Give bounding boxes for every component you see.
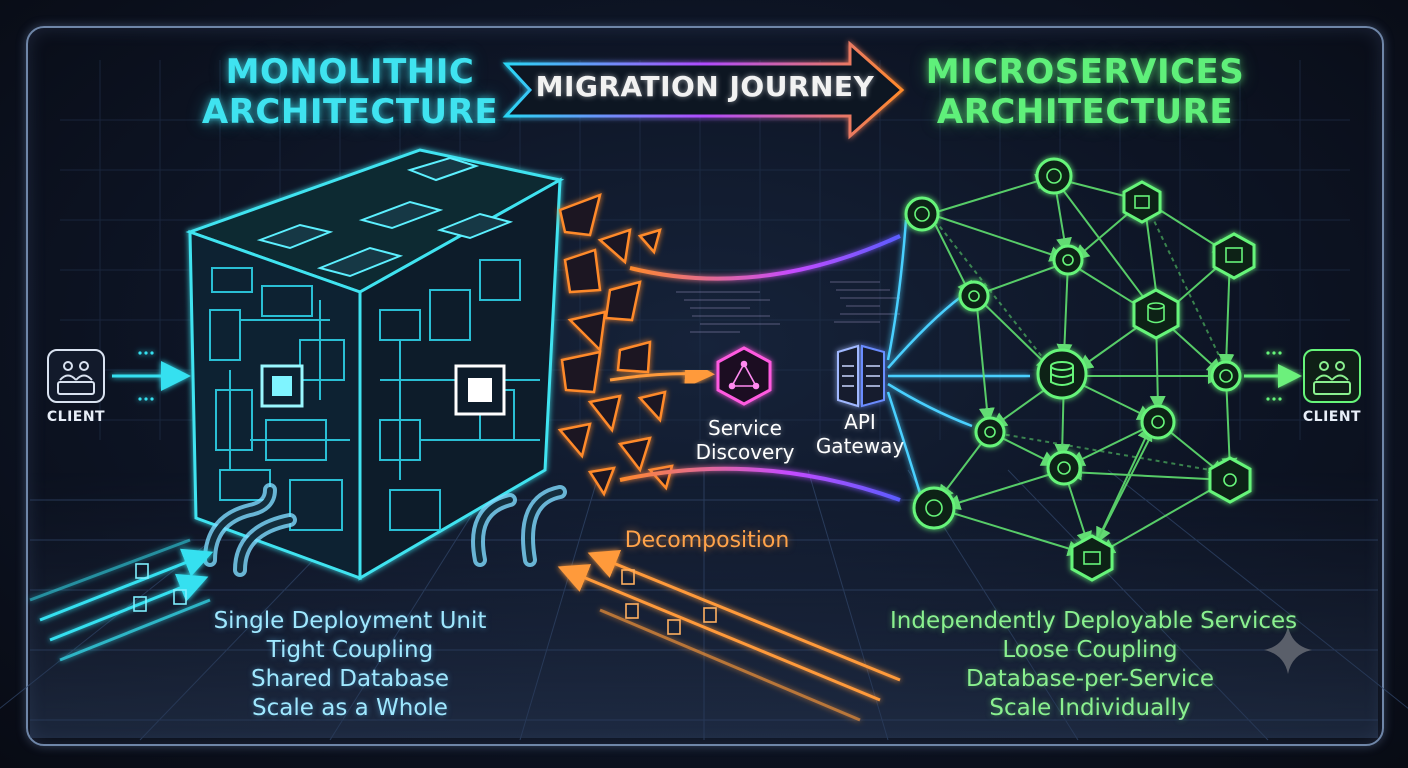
client-right-label: CLIENT (1302, 409, 1362, 425)
service-discovery-node (716, 346, 772, 406)
service-node (958, 280, 990, 312)
service-node (1046, 450, 1082, 486)
monolith-trait: Tight Coupling (266, 637, 434, 663)
data-stream-decomposition (557, 550, 901, 722)
service-node (1212, 232, 1256, 280)
sparkle-icon (1264, 626, 1312, 674)
service-node (1208, 456, 1252, 504)
service-node (1140, 404, 1176, 440)
decomposition-flow-arrow (609, 358, 715, 389)
service-discovery-line2: Discovery (695, 440, 795, 464)
document-icons-left (133, 563, 187, 612)
microservices-title-line1: MICROSERVICES (925, 52, 1245, 92)
monolith-cube (185, 148, 565, 581)
graph-node-icon (728, 360, 760, 390)
service-node (912, 486, 956, 530)
monolithic-title-line2: ARCHITECTURE (201, 92, 499, 133)
service-node (1132, 288, 1180, 340)
microservices-title-line2: ARCHITECTURE (936, 92, 1234, 133)
users-device-icon (57, 361, 95, 395)
flow-bands (619, 234, 901, 502)
api-gateway-line2: Gateway (815, 434, 905, 458)
service-node (1052, 244, 1084, 276)
api-gateway-node (837, 344, 885, 408)
code-snippets (676, 281, 900, 333)
shattered-fragments (557, 192, 674, 497)
migration-arrow (502, 40, 905, 140)
monolith-trait: Single Deployment Unit (213, 608, 487, 634)
gateway-icon (842, 365, 880, 387)
client-left-label: CLIENT (46, 409, 106, 425)
microservice-nodes (904, 157, 1256, 582)
client-right-arrow (1244, 351, 1302, 401)
microservices-traits-list: Independently Deployable Services Loose … (890, 607, 1298, 723)
monolith-trait: Shared Database (250, 666, 450, 692)
service-node (904, 196, 940, 232)
gateway-fanout (886, 219, 1030, 501)
service-node (974, 416, 1006, 448)
microservices-trait: Scale Individually (989, 695, 1191, 721)
service-node (1122, 180, 1162, 224)
service-node (1035, 157, 1073, 195)
api-gateway-line1: API (844, 410, 876, 434)
monolith-traits-list: Single Deployment Unit Tight Coupling Sh… (200, 607, 500, 723)
service-discovery-label: Service Discovery (690, 416, 800, 464)
monolithic-title-line1: MONOLITHIC (225, 52, 475, 92)
monolithic-architecture-title: MONOLITHIC ARCHITECTURE (190, 52, 510, 132)
service-node (1070, 534, 1114, 582)
api-gateway-label: API Gateway (812, 410, 908, 458)
users-device-icon (1313, 361, 1351, 395)
client-left (47, 349, 105, 403)
client-right (1303, 349, 1361, 403)
document-icons-decomposition (621, 569, 717, 635)
diagram-frame (26, 26, 1384, 746)
microservices-trait: Database-per-Service (965, 666, 1215, 692)
service-node (1036, 348, 1088, 400)
microservices-trait: Independently Deployable Services (890, 608, 1298, 634)
monolith-trait: Scale as a Whole (252, 695, 448, 721)
migration-journey-label: MIGRATION JOURNEY (535, 70, 875, 103)
microservices-architecture-title: MICROSERVICES ARCHITECTURE (900, 52, 1270, 132)
service-node (1210, 360, 1242, 392)
microservices-trait: Loose Coupling (1002, 637, 1178, 663)
decomposition-label: Decomposition (624, 528, 790, 553)
client-left-arrow (112, 351, 191, 401)
service-discovery-line1: Service (708, 416, 782, 440)
